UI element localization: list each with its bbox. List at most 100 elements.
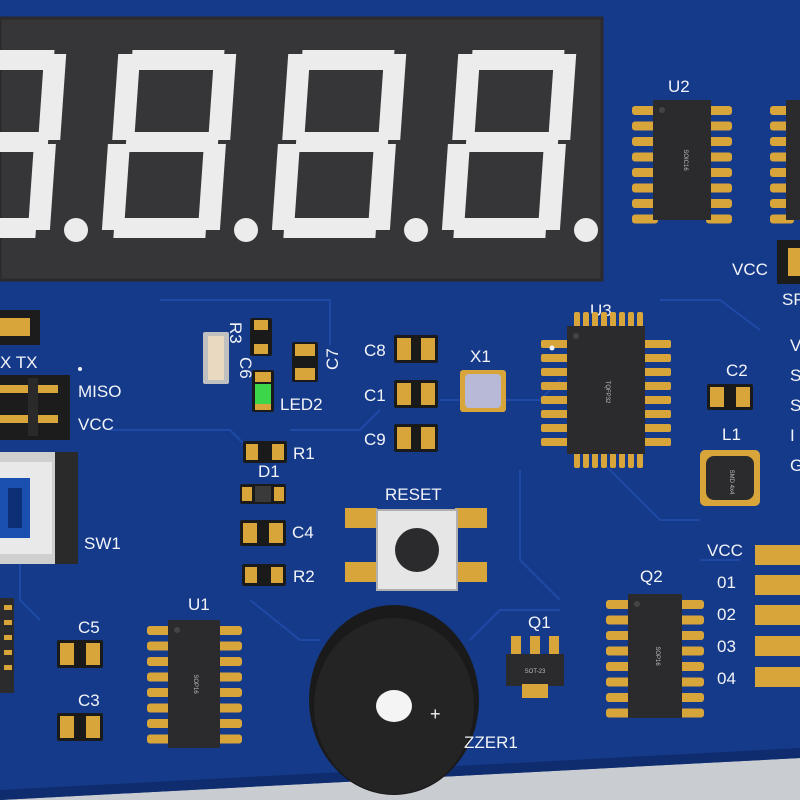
u3pins-pin: [643, 438, 671, 446]
u1pins-pin: [214, 657, 242, 666]
u3pins-pin: [541, 424, 569, 432]
u2pins-pin: [706, 152, 732, 162]
u2pins-pin: [706, 183, 732, 193]
q2pins-pin: [606, 646, 634, 656]
label-header-02: 02: [717, 605, 736, 624]
u3pins-pin: [643, 410, 671, 418]
digit-2-decimal-point: [234, 218, 258, 242]
u2pins-pin: [706, 121, 732, 131]
digit-4-segment-2: [465, 132, 559, 152]
label-q1: Q1: [528, 613, 551, 632]
u3pins-pin: [610, 452, 616, 468]
label-c1: C1: [364, 386, 386, 405]
u2pins-pin: [706, 168, 732, 177]
u2pins-pin: [632, 168, 658, 177]
q2pins-pin: [606, 662, 634, 671]
label-miso: MISO: [78, 382, 121, 401]
diode-d1: [240, 484, 286, 504]
partial-component-left: [0, 598, 14, 693]
ic-partial-right: [770, 100, 800, 224]
u3pins-pin: [619, 452, 625, 468]
u3pins-pin: [643, 396, 671, 404]
capacitor-c6: [203, 332, 229, 384]
buzzer: +: [309, 605, 479, 795]
label-c9: C9: [364, 430, 386, 449]
label-sw1: SW1: [84, 534, 121, 553]
u3pins-pin: [637, 452, 643, 468]
u2-marking: SOIC16: [682, 149, 688, 171]
u3pins-pin: [592, 452, 598, 468]
transistor-q1: SOT-23: [506, 636, 564, 698]
u1pins-pin: [214, 734, 242, 744]
q2pins-pin: [676, 708, 704, 718]
q2pins-pin: [676, 662, 704, 671]
digit-4-segment-7: [441, 144, 470, 230]
digit-3-segment-4: [378, 54, 407, 140]
label-q2: Q2: [640, 567, 663, 586]
u3pins-pin: [592, 312, 598, 328]
u3pins-pin: [541, 396, 569, 404]
q2pins-pin: [606, 708, 634, 718]
digit-2-segment-1: [131, 50, 225, 70]
digit-2-segment-2: [125, 132, 219, 152]
q2pins-pin: [676, 600, 704, 609]
u1pins-pin: [214, 703, 242, 713]
u1pins-pin: [214, 626, 242, 635]
digit-2-segment-4: [208, 54, 237, 140]
u3pins-pin: [628, 312, 634, 328]
reset-button: [345, 508, 487, 591]
u3pins-pin: [574, 452, 580, 468]
label-vcc-top: VCC: [732, 260, 768, 279]
switch-sw1: [0, 452, 78, 564]
u2pins-pin: [706, 137, 732, 146]
ic-q2: SOP16: [606, 594, 704, 718]
capacitor-c9: [394, 424, 438, 452]
u3pins-pin: [574, 312, 580, 328]
u3pins-pin: [541, 410, 569, 418]
q2pins-pin: [676, 693, 704, 702]
u2pins-pin: [706, 214, 732, 224]
u3pins-pin: [643, 340, 671, 348]
digit-2-segment-7: [101, 144, 130, 230]
u2pins-pin: [632, 137, 658, 146]
u1-marking: SOP16: [192, 674, 198, 694]
digit-2-segment-3: [113, 218, 207, 238]
label-u1: U1: [188, 595, 210, 614]
u2pins-pin: [632, 199, 658, 208]
q2pins-pin: [606, 677, 634, 687]
capacitor-c3: [57, 713, 103, 741]
q2pins-pin: [606, 600, 634, 609]
q2pins-pin: [676, 677, 704, 687]
u2pins-pin: [632, 214, 658, 224]
inductor-l1: SMD 4x4: [700, 450, 760, 506]
u3pins-pin: [541, 354, 569, 362]
led-led2: [252, 370, 274, 412]
u1pins-pin: [214, 672, 242, 682]
u2pins-pin: [706, 106, 732, 115]
label-right-g: G: [790, 456, 800, 475]
capacitor-c4: [240, 520, 286, 546]
digit-1-decimal-point: [64, 218, 88, 242]
label-led2: LED2: [280, 395, 323, 414]
digit-2-segment-5: [197, 144, 226, 230]
label-c8: C8: [364, 341, 386, 360]
u2pins-pin: [632, 152, 658, 162]
capacitor-c8: [394, 335, 438, 363]
q2pins-pin: [606, 693, 634, 702]
label-right-i: I: [790, 426, 795, 445]
resistor-r3: [250, 318, 272, 356]
digit-3-decimal-point: [404, 218, 428, 242]
digit-1-segment-3: [0, 218, 37, 238]
display-digits: [0, 50, 598, 242]
u3pins-pin: [610, 312, 616, 328]
u3pins-pin: [643, 368, 671, 376]
u2pins-pin: [632, 121, 658, 131]
u3pins-pin: [637, 312, 643, 328]
q2pins-pin: [676, 646, 704, 656]
u3pins-pin: [643, 354, 671, 362]
l1-marking: SMD 4x4: [728, 470, 734, 495]
u3-marking: TQFP32: [604, 381, 610, 404]
label-reset: RESET: [385, 485, 442, 504]
crystal-x1: [460, 370, 506, 412]
